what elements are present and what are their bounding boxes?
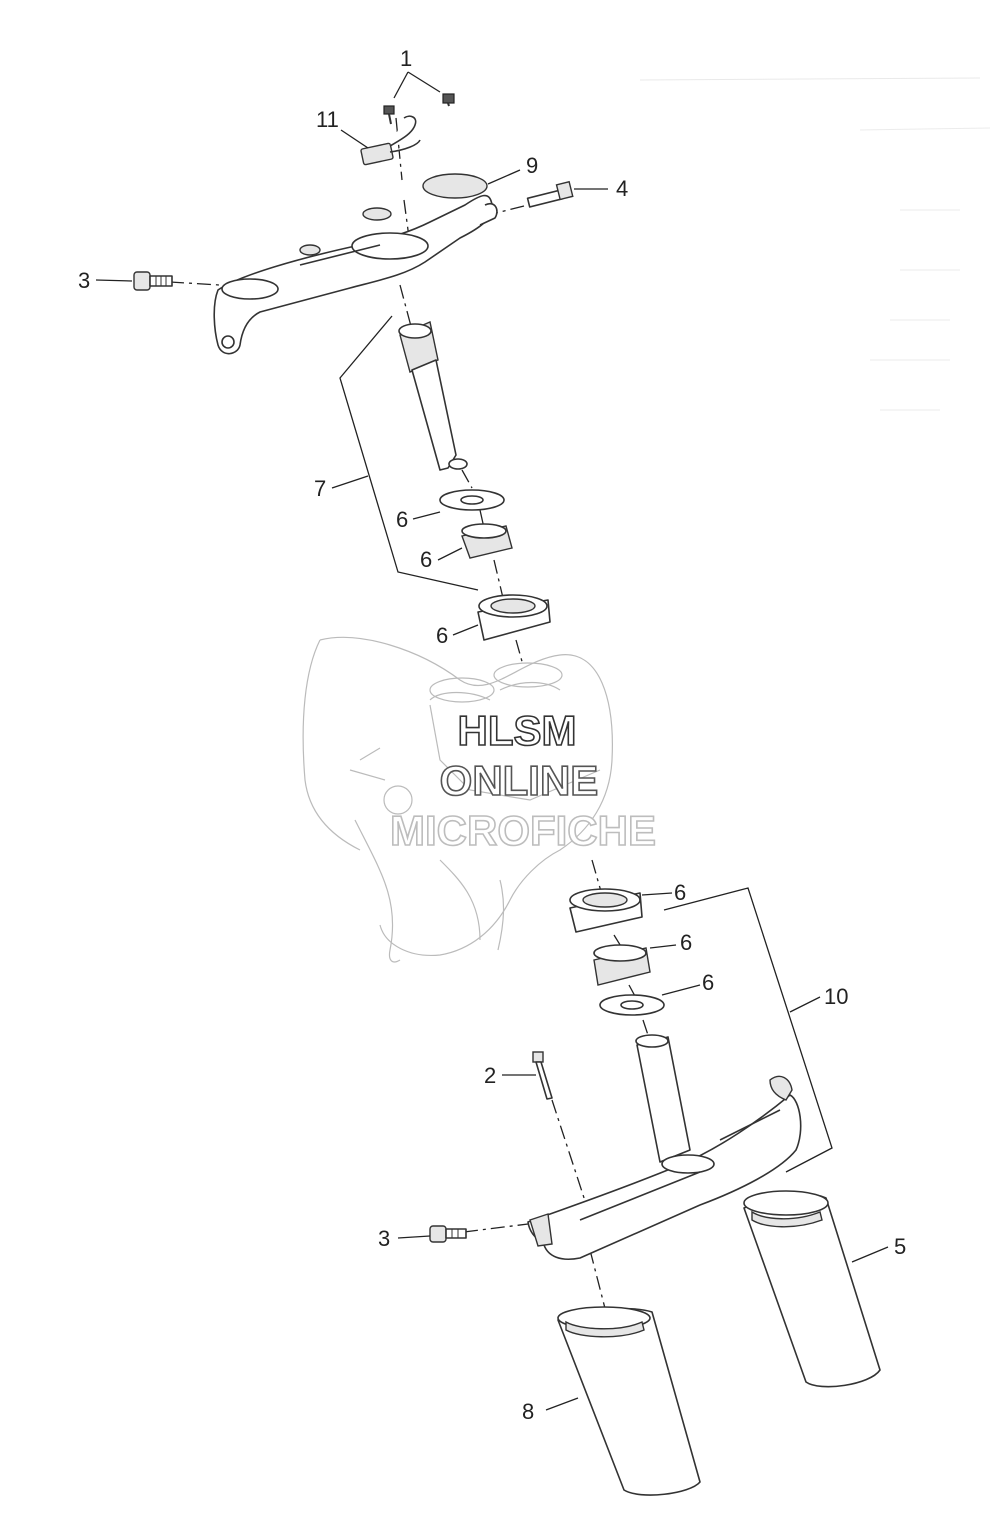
bolt-part-3-bottom [429,1225,467,1243]
callout-2: 2 [484,1063,496,1088]
callout-6-f: 6 [702,970,714,995]
bolt-part-3-top [133,271,173,291]
callout-8: 8 [522,1399,534,1424]
lower-triple-clamp [527,1034,802,1261]
callout-10: 10 [824,984,848,1009]
bolt-part-4 [526,180,574,208]
sensor-assembly [360,93,455,166]
steering-stem [398,321,468,471]
callout-6-a: 6 [396,507,408,532]
callout-7: 7 [314,476,326,501]
bolt-part-2 [532,1051,553,1100]
lower-bearing-set [569,888,665,1016]
upper-triple-clamp [213,173,498,355]
callout-4: 4 [616,176,628,201]
callout-numbers: 1 11 9 4 3 7 6 6 6 6 6 6 10 2 3 5 8 [78,46,906,1424]
group-brackets [339,315,833,1173]
callout-3-bottom: 3 [378,1226,390,1251]
callout-6-d: 6 [674,880,686,905]
callout-11: 11 [316,107,339,132]
faint-bleed-marks [639,77,991,411]
callout-9: 9 [526,153,538,178]
fork-cover-left [557,1306,701,1496]
leader-lines [95,71,889,1411]
callout-1: 1 [400,46,412,71]
upper-bearing-set [439,489,551,641]
callout-3-top: 3 [78,268,90,293]
callout-5: 5 [894,1234,906,1259]
callout-6-e: 6 [680,930,692,955]
watermark-line-2: ONLINE [440,757,599,804]
frame-ghost-outline [302,636,613,963]
callout-6-b: 6 [420,547,432,572]
watermark-line-3: MICROFICHE [390,807,656,854]
callout-6-c: 6 [436,623,448,648]
watermark-line-1: HLSM [458,707,577,754]
fork-cover-right [743,1190,881,1388]
watermark: HLSM ONLINE MICROFICHE [389,706,657,855]
